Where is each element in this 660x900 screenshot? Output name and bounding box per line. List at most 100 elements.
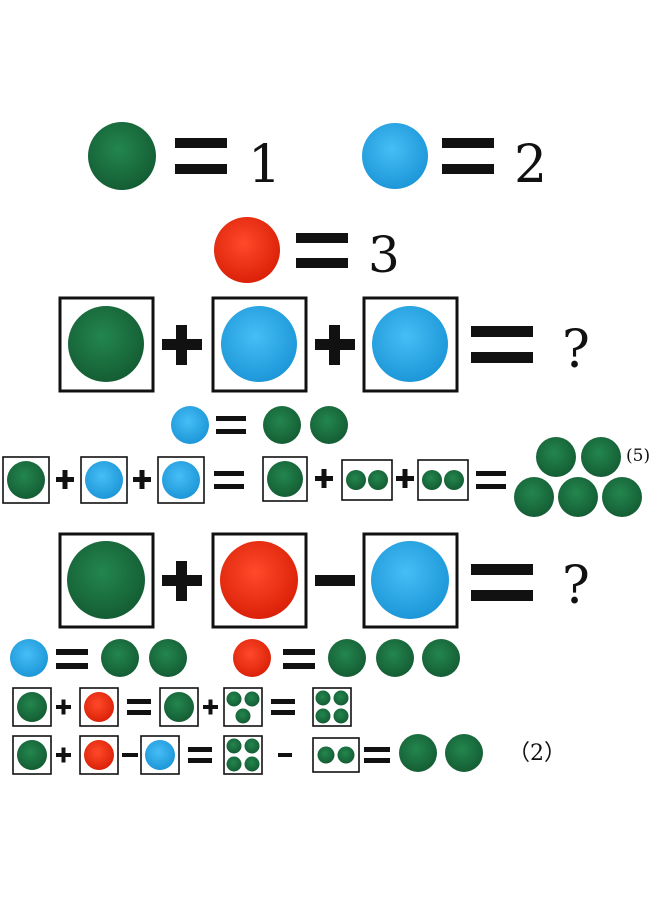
problem2-final: （2）: [12, 734, 566, 775]
green-circle-icon: [17, 740, 47, 770]
green-dot-icon: [514, 477, 554, 517]
green-dot-icon: [226, 738, 242, 754]
legend-value-red: 3: [368, 226, 400, 284]
term-box: [159, 687, 199, 727]
green-dot-icon: [244, 756, 260, 772]
plus-sign-icon: [162, 561, 202, 601]
equals-sign-icon: [442, 138, 494, 174]
red-circle-icon: [220, 541, 298, 619]
problem2-equation: ?: [58, 532, 590, 629]
equals-sign-icon: [471, 326, 533, 363]
green-circle-icon: [267, 461, 303, 497]
green-dot-icon: [244, 691, 260, 707]
green-dot-icon: [444, 470, 464, 490]
plus-sign-icon: [56, 470, 74, 489]
minus-sign-icon: [122, 753, 138, 757]
red-circle-icon: [84, 692, 114, 722]
equals-sign-icon: [296, 233, 348, 268]
green-circle-icon: [68, 306, 144, 382]
term-box: [79, 687, 119, 727]
term-box: [341, 459, 393, 501]
green-dot-icon: [602, 477, 642, 517]
plus-sign-icon: [203, 699, 218, 715]
green-circle-icon: [17, 692, 47, 722]
green-dot-icon: [101, 639, 139, 677]
term-box: [12, 687, 52, 727]
problem1-equation: ?: [58, 296, 590, 393]
problem1-expansion: (5): [2, 437, 650, 517]
term-box: [2, 456, 50, 504]
term-box: [211, 296, 308, 393]
blue-circle-icon: [372, 306, 448, 382]
term-box: [312, 737, 360, 773]
plus-sign-icon: [315, 469, 333, 488]
term-box: [12, 735, 52, 775]
green-dot-icon: [315, 708, 331, 724]
term-box: [223, 735, 263, 775]
green-dot-icon: [328, 639, 366, 677]
term-box: [140, 735, 180, 775]
green-dot-icon: [558, 477, 598, 517]
legend: 1 2 3: [88, 122, 547, 284]
term-box: [312, 687, 352, 727]
equals-sign-icon: [271, 699, 295, 715]
green-dot-icon: [337, 746, 355, 764]
term-box: [223, 687, 263, 727]
green-dot-icon: [422, 470, 442, 490]
equals-sign-icon: [364, 747, 390, 763]
equals-sign-icon: [175, 138, 227, 174]
green-dot-icon: [422, 639, 460, 677]
term-box: [262, 456, 308, 502]
legend-green-circle-icon: [88, 122, 156, 190]
green-dot-icon: [536, 437, 576, 477]
green-dot-icon: [399, 734, 437, 772]
blue-circle-icon: [145, 740, 175, 770]
green-dot-icon: [226, 691, 242, 707]
green-dot-icon: [226, 756, 242, 772]
answer-label: (5): [626, 446, 650, 466]
equals-sign-icon: [56, 649, 88, 669]
plus-sign-icon: [162, 325, 202, 365]
green-circle-icon: [67, 541, 145, 619]
term-box: [58, 532, 155, 629]
equals-sign-icon: [214, 471, 244, 489]
equals-sign-icon: [216, 416, 246, 434]
green-dot-icon: [581, 437, 621, 477]
question-mark: ?: [562, 556, 590, 616]
green-dot-icon: [317, 746, 335, 764]
green-dot-icon: [310, 406, 348, 444]
equals-sign-icon: [283, 649, 315, 669]
term-box: [58, 296, 155, 393]
term-box: [211, 532, 308, 629]
green-dot-icon: [315, 690, 331, 706]
answer-dots: [514, 437, 642, 517]
minus-sign-icon: [278, 753, 292, 757]
equals-sign-icon: [127, 699, 151, 715]
green-dot-icon: [333, 708, 349, 724]
equals-sign-icon: [471, 564, 533, 601]
red-circle-icon: [84, 740, 114, 770]
green-dot-icon: [149, 639, 187, 677]
green-dot-icon: [445, 734, 483, 772]
green-dot-icon: [376, 639, 414, 677]
answer-label: （2）: [508, 741, 566, 766]
term-box: [157, 456, 205, 504]
blue-circle-icon: [221, 306, 297, 382]
plus-sign-icon: [56, 747, 71, 763]
blue-circle-icon: [171, 406, 209, 444]
green-dot-icon: [346, 470, 366, 490]
blue-circle-icon: [371, 541, 449, 619]
legend-red-circle-icon: [214, 217, 280, 283]
equals-sign-icon: [188, 747, 212, 763]
equals-sign-icon: [476, 471, 506, 489]
green-dot-icon: [333, 690, 349, 706]
green-dot-icon: [263, 406, 301, 444]
term-box: [80, 456, 128, 504]
green-dot-icon: [244, 738, 260, 754]
problem2-step: [12, 687, 352, 727]
red-circle-icon: [233, 639, 271, 677]
blue-circle-icon: [162, 461, 200, 499]
legend-value-green: 1: [248, 135, 281, 195]
green-circle-icon: [7, 461, 45, 499]
